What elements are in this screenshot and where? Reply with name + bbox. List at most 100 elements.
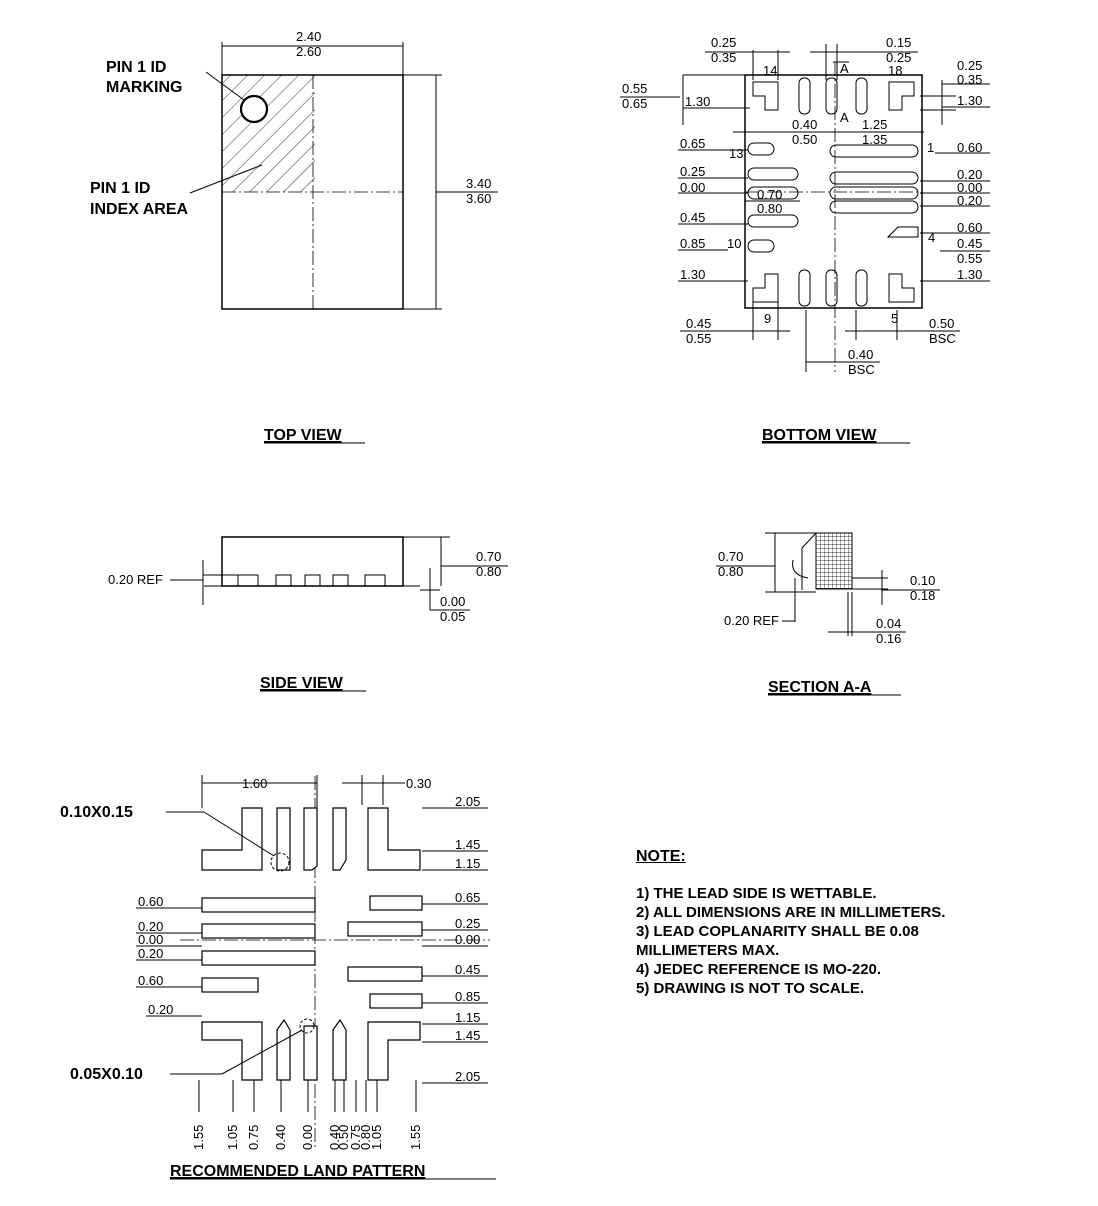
lp-bottom-label: 1.55 [408,1125,423,1150]
bv-dim-tr-1: 0.25 [957,58,982,73]
bv-dim-045-b: 0.45 [686,316,711,331]
lp-right-label: 2.05 [455,1069,480,1084]
side-standoff-2: 0.05 [440,609,465,624]
bv-dim-130-r: 1.30 [957,267,982,282]
section-mark-top: A [840,61,849,76]
note-line: 2) ALL DIMENSIONS ARE IN MILLIMETERS. [636,904,946,921]
bv-dim-040-bsc: 0.40 [848,347,873,362]
pin1-marking-circle [239,94,269,124]
bv-dim-015: 0.15 [886,35,911,50]
bv-dim-025: 0.25 [711,35,736,50]
lp-right-label: 0.65 [455,890,480,905]
top-height-dim-2: 3.60 [466,191,491,206]
section-aa: 0.70 0.80 0.20 REF 0.10 0.18 0.04 0.16 S… [716,532,940,696]
bv-dim-040: 0.40 [792,117,817,132]
pin-9: 9 [764,311,771,326]
note-line: 5) DRAWING IS NOT TO SCALE. [636,980,865,997]
bottom-view: 14 18 13 1 10 4 9 5 A A 0.25 0.35 0.15 0… [620,35,990,444]
side-standoff-1: 0.00 [440,594,465,609]
top-view: 2.40 2.60 3.40 3.60 PIN 1 ID MARKING PIN… [90,29,498,444]
lp-right-label: 2.05 [455,794,480,809]
lp-dim-160: 1.60 [242,776,267,791]
side-view: 0.20 REF 0.70 0.80 0.00 0.05 SIDE VIEW [108,536,508,692]
bv-dim-050-bsc-2: BSC [929,331,956,346]
sec-016: 0.16 [876,631,901,646]
lp-right-label: 0.00 [455,932,480,947]
lp-bottom-label: 1.55 [191,1125,206,1150]
bv-dim-085: 0.85 [680,236,705,251]
bv-dim-025b: 0.25 [886,50,911,65]
sec-018: 0.18 [910,588,935,603]
lp-dim-030: 0.30 [406,776,431,791]
bv-dim-055: 0.55 [622,81,647,96]
bv-dim-055-b: 0.55 [686,331,711,346]
bv-dim-125: 1.25 [862,117,887,132]
side-height-1: 0.70 [476,549,501,564]
pin-13: 13 [729,146,743,161]
bv-dim-065: 0.65 [622,96,647,111]
bv-dim-tr-2: 0.35 [957,72,982,87]
note-line: 3) LEAD COPLANARITY SHALL BE 0.08 [636,923,919,940]
side-ref: 0.20 REF [108,572,163,587]
bv-dim-130-a: 1.30 [685,94,710,109]
lp-right-label: 1.15 [455,856,480,871]
side-height-2: 0.80 [476,564,501,579]
lp-callout-1: 0.10X0.15 [60,804,133,821]
pin-10: 10 [727,236,741,251]
lp-left-label: 0.60 [138,894,163,909]
pin1-index-label-2: INDEX AREA [90,201,189,218]
land-pattern-title: RECOMMENDED LAND PATTERN [170,1163,425,1180]
note-line: MILLIMETERS MAX. [636,942,780,959]
lp-right-label: 1.15 [455,1010,480,1025]
bv-dim-055-r: 0.55 [957,251,982,266]
bv-dim-080: 0.80 [757,201,782,216]
lp-bottom-label: 0.50 [336,1125,351,1150]
lp-bottom-label: 0.75 [348,1125,363,1150]
bv-dim-000-r: 0.00 [957,180,982,195]
lp-right-label: 0.85 [455,989,480,1004]
top-view-title: TOP VIEW [264,427,343,444]
sec-ref: 0.20 REF [724,613,779,628]
notes-title: NOTE: [636,848,686,865]
lp-right-label: 0.45 [455,962,480,977]
lp-bottom-label: 0.40 [273,1125,288,1150]
notes-block: NOTE: 1) THE LEAD SIDE IS WETTABLE. 2) A… [636,848,1076,998]
lp-left-label: 0.60 [138,973,163,988]
bv-dim-000-l: 0.00 [680,180,705,195]
lp-left-label: 0.20 [138,919,163,934]
bv-dim-050-bsc: 0.50 [929,316,954,331]
top-width-dim-1: 2.40 [296,29,321,44]
sec-010: 0.10 [910,573,935,588]
bv-dim-040-bsc-2: BSC [848,362,875,377]
pin1-marking-label-1: PIN 1 ID [106,59,166,76]
pin-1: 1 [927,140,934,155]
lp-bottom-label: 1.05 [225,1125,240,1150]
note-line: 4) JEDEC REFERENCE IS MO-220. [636,961,882,978]
land-pattern: 0.10X0.15 0.05X0.10 1.60 0.30 2.05 1.45 1.… [60,775,496,1180]
side-view-title: SIDE VIEW [260,675,344,692]
note-line: 1) THE LEAD SIDE IS WETTABLE. [636,885,877,902]
lp-bottom-label: 0.75 [246,1125,261,1150]
bv-dim-060-r: 0.60 [957,140,982,155]
bv-dim-070: 0.70 [757,187,782,202]
lp-callout-2: 0.05X0.10 [70,1066,143,1083]
lp-bottom-label: 0.00 [300,1125,315,1150]
sec-height-1: 0.70 [718,549,743,564]
bv-dim-045-l: 0.45 [680,210,705,225]
bv-dim-060-b: 0.60 [957,220,982,235]
bv-dim-020-a: 0.20 [957,167,982,182]
lp-right-label: 1.45 [455,1028,480,1043]
lp-bottom-label: 0.40 [327,1125,342,1150]
lp-right-label: 1.45 [455,837,480,852]
bv-dim-135: 1.35 [862,132,887,147]
bv-dim-130-l: 1.30 [680,267,705,282]
bv-dim-025-l: 0.25 [680,164,705,179]
bottom-view-title: BOTTOM VIEW [762,427,877,444]
section-aa-title: SECTION A-A [768,679,872,696]
top-width-dim-2: 2.60 [296,44,321,59]
lp-left-label: 0.00 [138,932,163,947]
bv-dim-020-b: 0.20 [957,193,982,208]
sec-height-2: 0.80 [718,564,743,579]
sec-004: 0.04 [876,616,901,631]
